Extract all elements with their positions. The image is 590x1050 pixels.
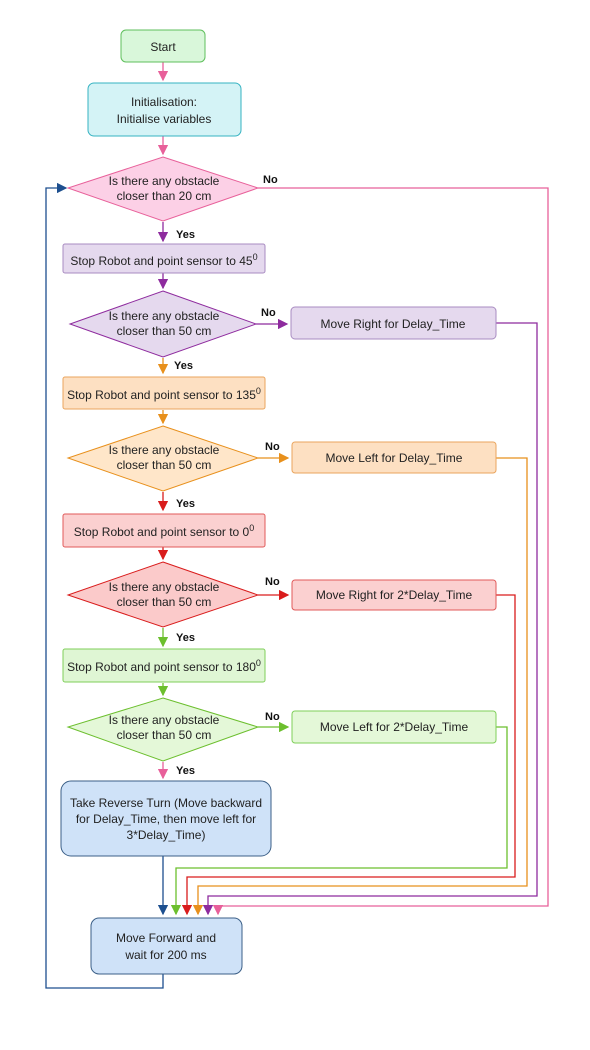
no-label-d4: No [265, 576, 280, 588]
decision-50cm-45 [68, 290, 258, 358]
start-node [120, 29, 206, 63]
arrow-forward-loop [45, 182, 164, 989]
stop-sensor-45 [62, 243, 266, 274]
yes-label-d4: Yes [176, 632, 195, 644]
no-label-d3: No [265, 441, 280, 453]
arrow-ml2-forward [170, 726, 508, 916]
no-label-d2: No [261, 307, 276, 319]
decision-50cm-135-label-1: Is there any obstacle [109, 443, 220, 457]
arrow-mr1-forward [202, 322, 538, 916]
init-node [87, 82, 242, 137]
decision-50cm-0-label-1: Is there any obstacle [109, 580, 220, 594]
decision-50cm-180 [66, 697, 260, 762]
reverse-turn-label-3: 3*Delay_Time) [127, 828, 206, 842]
move-forward-label-2: wait for 200 ms [124, 948, 206, 962]
no-label-d5: No [265, 711, 280, 723]
yes-label-d3: Yes [176, 498, 195, 510]
move-left-delay-label: Move Left for Delay_Time [326, 451, 463, 465]
move-right-delay [290, 306, 497, 340]
arrow-d1-no [212, 187, 549, 916]
init-label-1: Initialisation: [131, 95, 197, 109]
decision-50cm-180-label-2: closer than 50 cm [117, 728, 212, 742]
stop-sensor-180 [62, 648, 266, 683]
decision-50cm-180-label-1: Is there any obstacle [109, 713, 220, 727]
no-label-d1: No [263, 174, 278, 186]
reverse-turn-label-1: Take Reverse Turn (Move backward [70, 796, 262, 810]
decision-20cm-label-1: Is there any obstacle [109, 174, 220, 188]
move-left-2delay [291, 710, 497, 744]
decision-50cm-0-label-2: closer than 50 cm [117, 595, 212, 609]
decision-50cm-45-label-2: closer than 50 cm [117, 324, 212, 338]
move-left-2delay-label: Move Left for 2*Delay_Time [320, 720, 469, 734]
stop-sensor-0 [62, 513, 266, 548]
decision-20cm [66, 156, 260, 222]
yes-label-d1: Yes [176, 229, 195, 241]
yes-label-d5: Yes [176, 765, 195, 777]
move-right-2delay [291, 579, 497, 611]
decision-50cm-135 [66, 425, 260, 492]
stop-sensor-45-label: Stop Robot and point sensor to 450 [70, 252, 257, 268]
stop-sensor-0-label: Stop Robot and point sensor to 00 [74, 523, 254, 539]
start-label: Start [150, 40, 176, 54]
stop-sensor-135 [62, 376, 266, 410]
stop-sensor-180-label: Stop Robot and point sensor to 1800 [67, 658, 261, 674]
decision-50cm-0 [66, 561, 260, 628]
move-forward-label-1: Move Forward and [116, 931, 216, 945]
move-left-delay [291, 441, 497, 474]
decision-50cm-135-label-2: closer than 50 cm [117, 458, 212, 472]
yes-label-d2: Yes [174, 360, 193, 372]
stop-sensor-135-label: Stop Robot and point sensor to 1350 [67, 386, 261, 402]
arrow-ml1-forward [192, 457, 528, 916]
decision-50cm-45-label-1: Is there any obstacle [109, 309, 220, 323]
arrow-mr2-forward [181, 594, 516, 916]
reverse-turn-label-2: for Delay_Time, then move left for [76, 812, 256, 826]
reverse-turn-node [60, 780, 272, 857]
decision-20cm-label-2: closer than 20 cm [117, 189, 212, 203]
move-right-delay-label: Move Right for Delay_Time [321, 317, 466, 331]
move-right-2delay-label: Move Right for 2*Delay_Time [316, 588, 473, 602]
init-label-2: Initialise variables [117, 112, 212, 126]
move-forward-node [90, 917, 243, 975]
